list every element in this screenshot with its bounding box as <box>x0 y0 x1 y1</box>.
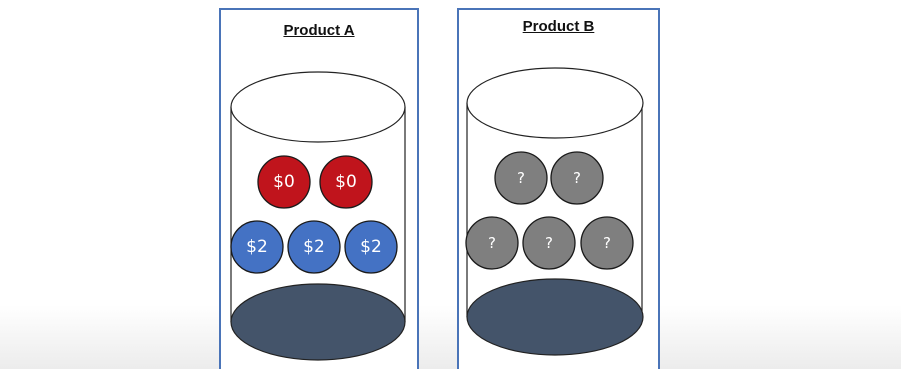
product-a-balls: $0 $0 $2 $2 $2 <box>230 155 398 274</box>
ball-label: ? <box>573 169 581 187</box>
product-a-panel: Product A $0 $0 $2 $2 $2 <box>219 8 419 369</box>
ball-b-5 <box>580 216 634 270</box>
ball-label: $0 <box>335 172 357 192</box>
ball-b-4 <box>522 216 576 270</box>
ball-label: ? <box>603 234 611 252</box>
jar-base-ellipse <box>230 283 406 361</box>
jar-base-ellipse <box>466 278 644 356</box>
ball-label: $0 <box>273 172 295 192</box>
jar-top-ellipse <box>230 71 406 143</box>
background-band <box>0 305 901 369</box>
product-b-panel: Product B ????? <box>457 8 660 369</box>
ball-a-4 <box>287 220 341 274</box>
ball-label: $2 <box>360 237 382 257</box>
ball-label: ? <box>488 234 496 252</box>
product-b-title: Product B <box>522 18 595 35</box>
product-a-jar: $0 $0 $2 $2 $2 <box>230 71 406 361</box>
ball-label: $2 <box>303 237 325 257</box>
ball-a-1 <box>257 155 311 209</box>
product-a-title: Product A <box>283 22 355 39</box>
ball-label: $2 <box>246 237 268 257</box>
ball-a-5 <box>344 220 398 274</box>
ball-label: ? <box>517 169 525 187</box>
ball-b-2 <box>550 151 604 205</box>
product-b-jar: ????? <box>465 67 644 356</box>
ball-b-3 <box>465 216 519 270</box>
ball-a-2 <box>319 155 373 209</box>
ball-b-1 <box>494 151 548 205</box>
jar-top-ellipse <box>466 67 644 139</box>
ball-a-3 <box>230 220 284 274</box>
product-b-balls: ????? <box>465 151 634 270</box>
ball-label: ? <box>545 234 553 252</box>
